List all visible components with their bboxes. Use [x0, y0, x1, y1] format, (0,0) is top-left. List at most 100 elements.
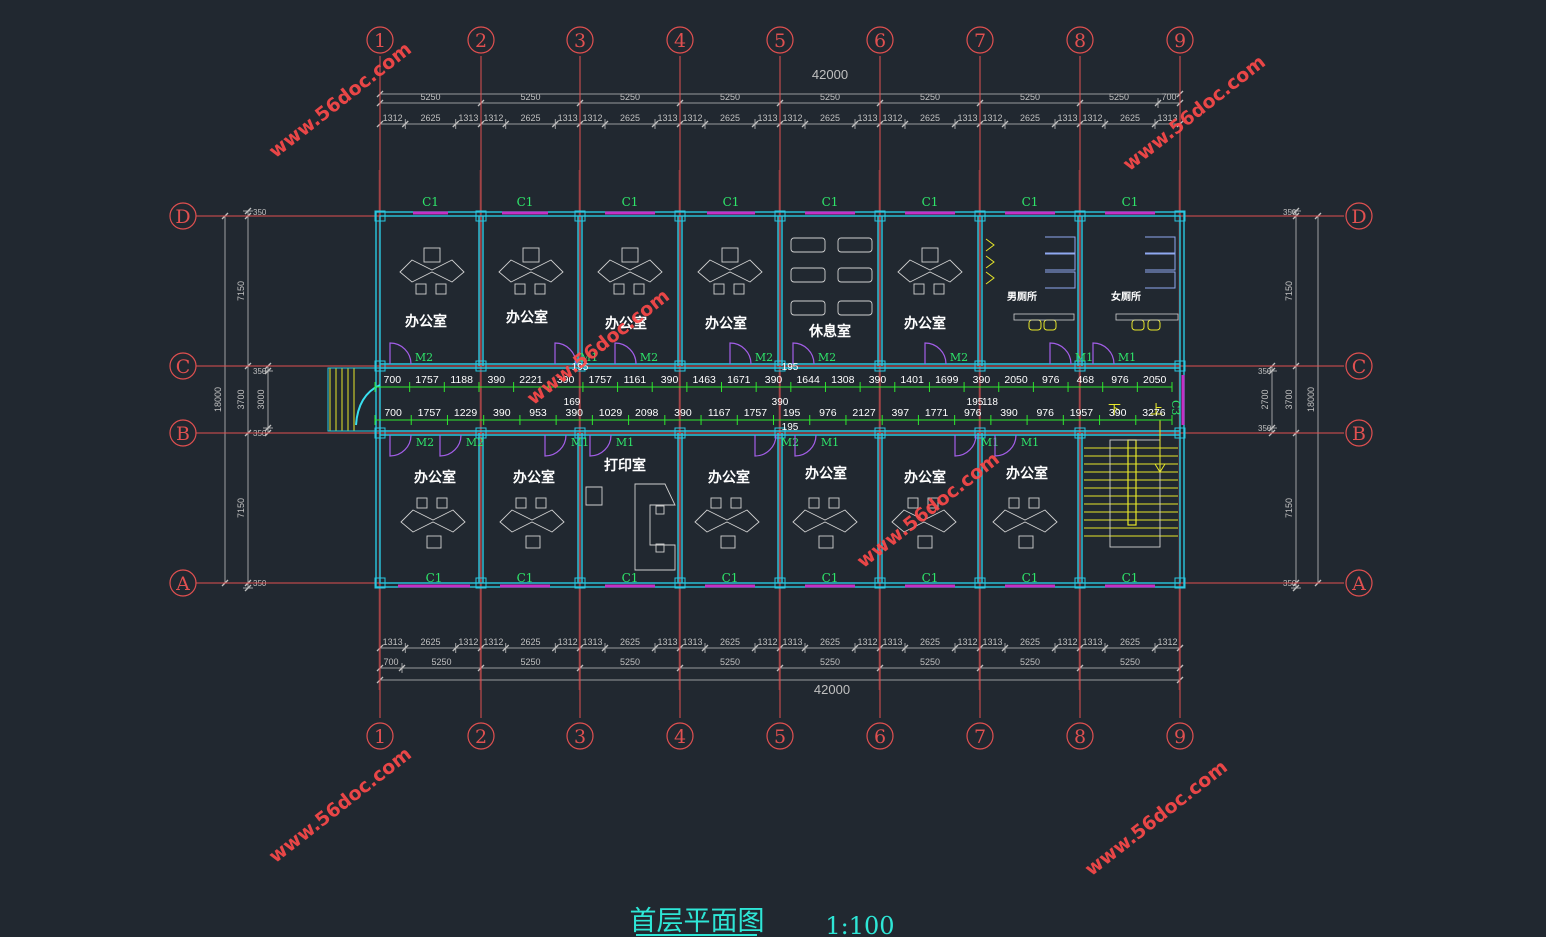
top-detail-chain-slash: [851, 120, 859, 128]
structural-column: [674, 360, 686, 372]
axis-bubble-2-bottom: [467, 722, 495, 750]
corridor-bottom-chain-text: 1757: [418, 407, 442, 419]
axis-label-6: 6: [874, 726, 886, 748]
structural-column: [974, 577, 986, 589]
bottom-detail-chain-text: 1312: [1157, 637, 1177, 647]
office-desk-group: [792, 497, 858, 549]
office-desk-group: [897, 247, 963, 295]
sofa-icon: [790, 300, 826, 316]
bottom-detail-chain-slash: [851, 644, 859, 652]
axis-label-A: A: [175, 573, 190, 595]
room-label-top: 男厕所: [1007, 290, 1037, 303]
office-chair-icon: [534, 283, 546, 295]
corridor-top-chain-text: 1644: [796, 374, 820, 386]
corridor-top-chain-text: 2050: [1004, 374, 1028, 386]
bottom-bay-chain-text: 5250: [920, 657, 940, 667]
structural-column: [475, 360, 487, 372]
top-detail-chain-slash: [1151, 120, 1159, 128]
axis-label-C: C: [1352, 356, 1367, 378]
room-label-bottom: 办公室: [1006, 465, 1048, 482]
stair-up-label: 上: [1150, 403, 1163, 418]
right-corridor-chain-slash: [1268, 424, 1276, 432]
bottom-detail-chain-slash: [601, 644, 609, 652]
urinal-icon: [985, 271, 995, 285]
top-detail-chain-text: 2625: [820, 113, 840, 123]
corridor-bottom-chain-text: 1029: [599, 407, 623, 419]
window-label-top: C1: [1122, 195, 1139, 209]
bottom-detail-chain-slash: [901, 644, 909, 652]
side-offset-text: 350: [253, 367, 267, 376]
top-bay-chain-text: 5250: [1020, 92, 1040, 102]
corridor-bottom-chain-text: 3276: [1142, 407, 1166, 419]
side-offset-text: 350: [1258, 424, 1272, 433]
top-detail-chain-slash: [901, 120, 909, 128]
axis-label-7: 7: [974, 726, 986, 748]
axis-bubble-D-right: [1345, 202, 1373, 230]
structural-column: [574, 577, 586, 589]
room-label-bottom: 办公室: [708, 469, 750, 486]
door-label-bottom: M2: [781, 436, 799, 449]
side-offset-text: 350: [1283, 208, 1297, 217]
bottom-detail-chain-text: 1312: [857, 637, 877, 647]
door-swing-bottom: [994, 434, 1017, 457]
office-chair-icon: [913, 283, 925, 295]
top-overall-dimension: 42000: [812, 67, 848, 82]
window-label-top: C1: [723, 195, 740, 209]
axis-bubble-2-top: [467, 26, 495, 54]
top-detail-chain-text: 1313: [857, 113, 877, 123]
office-chair-icon: [1018, 535, 1034, 549]
corridor-top-chain-text: 1308: [831, 374, 855, 386]
office-desk-icon: [792, 509, 858, 533]
top-detail-chain-text: 1312: [483, 113, 503, 123]
structural-column: [874, 210, 886, 222]
axis-label-4: 4: [674, 30, 686, 52]
room-label-bottom: 办公室: [904, 469, 946, 486]
corridor-bottom-chain-text: 390: [1000, 407, 1018, 419]
structural-column: [374, 210, 386, 222]
office-desk-group: [399, 247, 465, 295]
office-desk-group: [694, 497, 760, 549]
side-offset-text: 350: [1258, 367, 1272, 376]
structural-column: [475, 427, 487, 439]
axis-bubble-D-left: [169, 202, 197, 230]
drawing-scale: 1:100: [825, 912, 894, 937]
stair-down-label: 下: [1108, 403, 1121, 418]
axis-bubble-6-top: [866, 26, 894, 54]
door-swing-bottom: [544, 434, 567, 457]
door-swing-top: [1092, 342, 1115, 365]
corridor-top-chain-text: 1757: [415, 374, 439, 386]
top-detail-chain-text: 1312: [383, 113, 403, 123]
axis-bubble-9-top: [1166, 26, 1194, 54]
office-desk-icon: [992, 509, 1058, 533]
office-chair-icon: [525, 535, 541, 549]
urinal-icon: [985, 238, 995, 252]
door-label-top: M1: [1075, 351, 1093, 364]
top-detail-chain-slash: [801, 120, 809, 128]
door-label-top: M2: [950, 351, 968, 364]
axis-label-B: B: [1352, 423, 1366, 445]
office-chair-icon: [927, 497, 939, 509]
axis-bubble-C-left: [169, 352, 197, 380]
structural-column: [1174, 427, 1186, 439]
window-label-bottom: C1: [822, 571, 839, 585]
corridor-bottom-chain-text: 195: [783, 407, 801, 419]
vanity-counter: [1115, 313, 1179, 321]
axis-bubble-6-bottom: [866, 722, 894, 750]
office-chair-icon: [423, 247, 441, 263]
top-bay-chain-text: 5250: [620, 92, 640, 102]
top-detail-chain-slash: [1001, 120, 1009, 128]
corridor-bottom-chain-text: 1957: [1070, 407, 1094, 419]
door-swing-top: [792, 342, 815, 365]
washbasin-icon: [1043, 319, 1057, 331]
top-bay-chain-slash: [1154, 99, 1162, 107]
side-offset-text: 350: [253, 208, 267, 217]
office-chair-icon: [713, 283, 725, 295]
structural-column: [974, 427, 986, 439]
office-chair-icon: [917, 535, 933, 549]
structural-column: [574, 210, 586, 222]
office-chair-icon: [720, 535, 736, 549]
top-detail-chain-text: 1312: [982, 113, 1002, 123]
top-detail-chain-text: 1313: [657, 113, 677, 123]
office-desk-icon: [694, 509, 760, 533]
